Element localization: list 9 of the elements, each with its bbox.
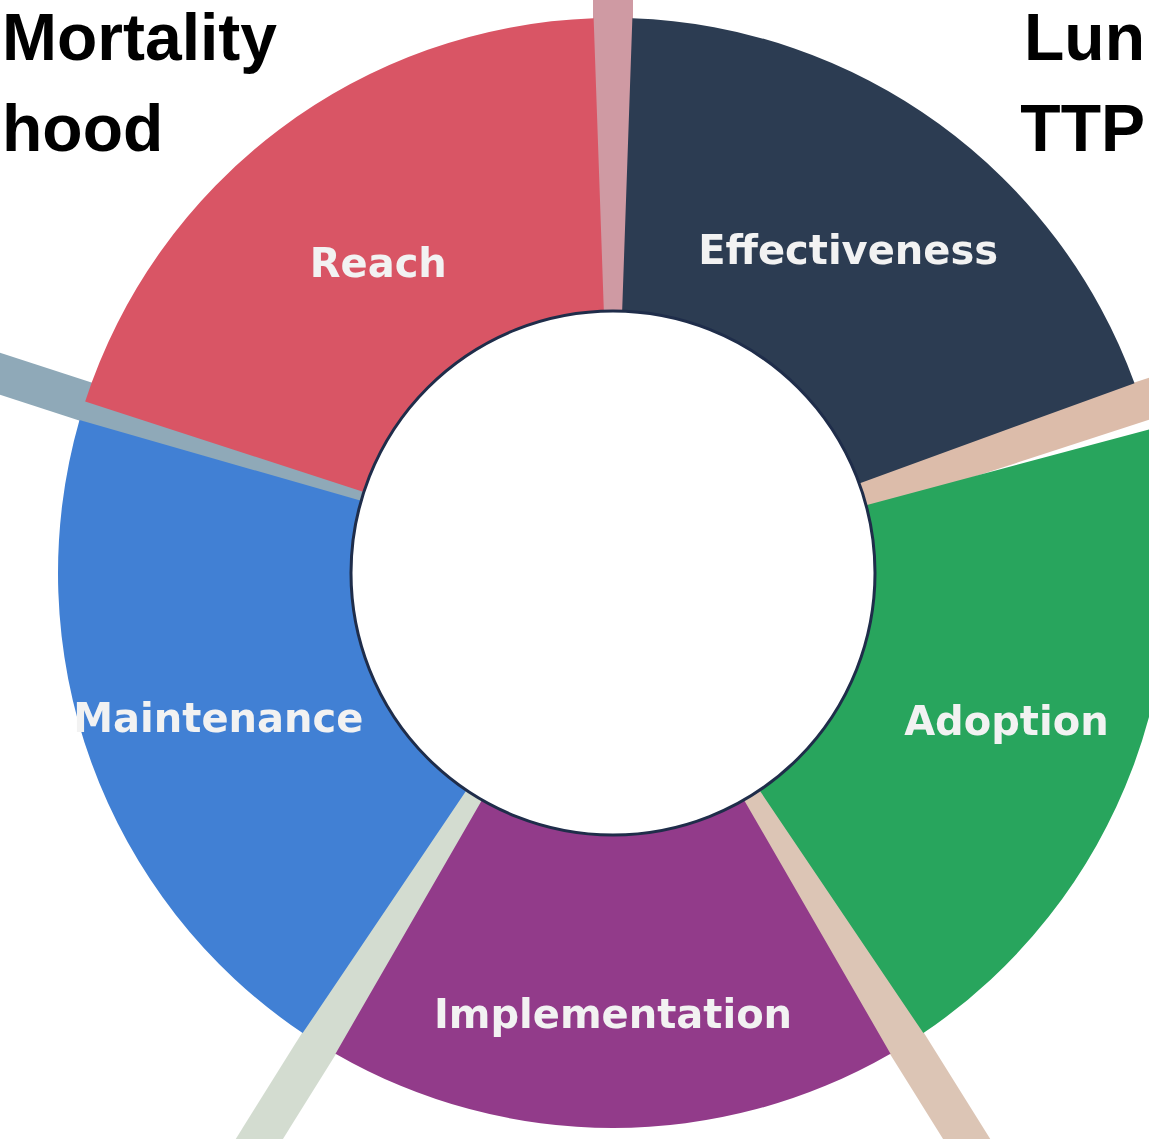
segment-label: Adoption — [904, 698, 1109, 745]
heading-text: hood — [2, 95, 164, 161]
segment-label: Implementation — [433, 991, 793, 1037]
segment-label: Maintenance — [73, 694, 364, 741]
segment-label: Effectiveness — [698, 227, 999, 274]
heading-text: TTP — [1020, 95, 1145, 161]
segment-label: Reach — [309, 239, 447, 286]
heading-text: Lun — [1024, 4, 1145, 70]
ring-segment — [335, 799, 891, 1128]
